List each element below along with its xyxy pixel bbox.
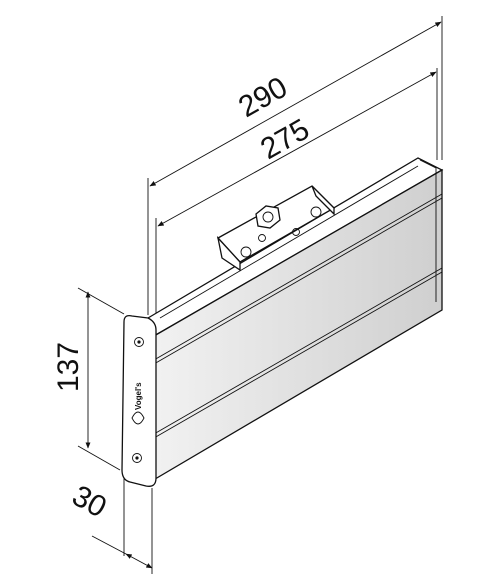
bracket-side-right <box>311 185 335 216</box>
groove-line-1 <box>153 193 443 361</box>
bracket-hole-1 <box>240 246 252 258</box>
screw-bottom-center <box>135 456 139 460</box>
right-end-edge <box>419 159 437 302</box>
dimension-line-290 <box>149 21 442 187</box>
bracket-hole-3 <box>292 228 300 236</box>
logo-text: Vogel's <box>134 382 143 410</box>
dimension-label-275: 275 <box>255 113 315 166</box>
dimension-line-275 <box>157 71 437 227</box>
brand-logo: Vogel's <box>131 382 145 425</box>
dimension-label-137: 137 <box>52 342 85 392</box>
screw-top-center <box>137 340 141 344</box>
extension-line-left-30b <box>91 535 127 555</box>
bolt-nut <box>255 205 281 229</box>
dimension-label-290: 290 <box>233 71 293 124</box>
dimension-30: 30 <box>67 470 153 574</box>
wall-plate-body: Vogel's <box>121 157 444 487</box>
end-cap <box>121 314 157 487</box>
bracket-bolt <box>255 205 281 229</box>
dimension-line-30 <box>125 553 153 569</box>
mounting-bracket <box>216 185 336 272</box>
screw-top <box>134 337 144 347</box>
bolt-head <box>262 211 274 223</box>
groove-line-2 <box>153 197 443 365</box>
extension-line-bottom-137 <box>77 445 121 471</box>
top-ridge <box>159 165 419 319</box>
screw-bottom <box>132 453 142 463</box>
bracket-hole-2 <box>310 206 322 218</box>
dimension-label-30: 30 <box>67 479 112 524</box>
groove-line-4 <box>153 271 443 439</box>
extension-line-top-137 <box>77 287 125 315</box>
dimension-137: 137 <box>52 287 125 471</box>
groove-line-3 <box>153 267 443 435</box>
bracket-hole-4 <box>258 234 266 242</box>
logo-mark <box>131 411 145 425</box>
bracket-side-left <box>216 235 241 272</box>
